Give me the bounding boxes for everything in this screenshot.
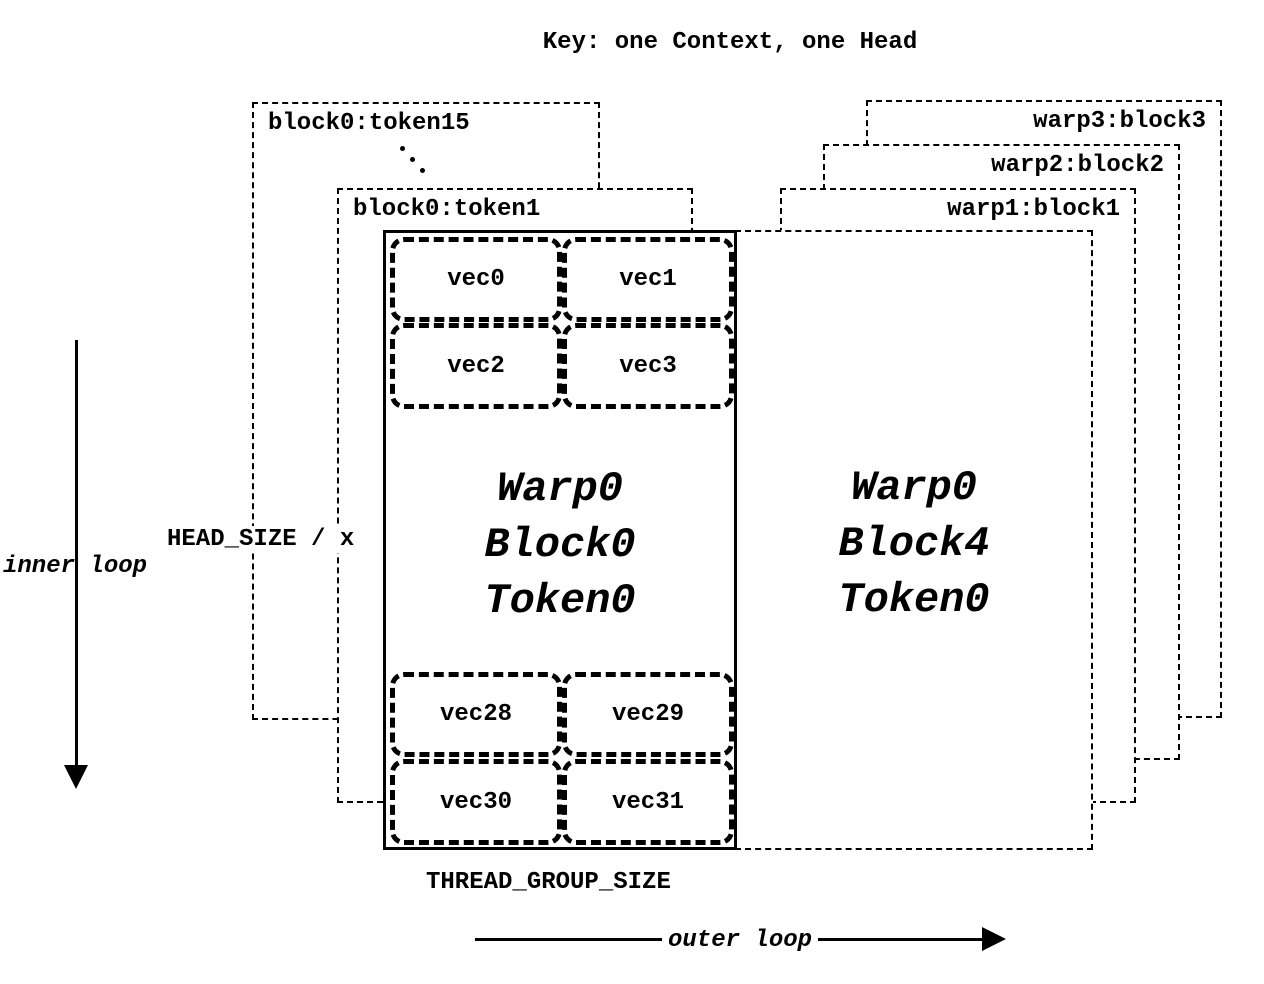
vec-cell: vec3 [562,323,734,409]
outer-loop-arrowhead-icon [982,927,1006,951]
caption-line-block: Block0 [484,521,636,569]
box-label-warp1-block1: warp1:block1 [947,196,1120,223]
outer-loop-label: outer loop [662,927,819,954]
head-size-label: HEAD_SIZE / x [164,526,358,553]
box-label-warp3-block3: warp3:block3 [1033,108,1206,135]
thread-group-size-label: THREAD_GROUP_SIZE [426,869,671,896]
caption-line-warp: Warp0 [496,465,624,513]
inner-loop-arrowhead-icon [64,765,88,789]
vec-cell: vec2 [390,323,562,409]
box-label-warp2-block2: warp2:block2 [991,152,1164,179]
caption-line-warp: Warp0 [850,464,978,512]
box-warp0-block0-token0: vec0 vec1 vec2 vec3 Warp0 Block0 Token0 … [383,230,737,850]
caption-line-token: Token0 [484,577,636,625]
vec-cell: vec29 [562,672,734,757]
ellipsis-dot [420,168,425,173]
vec-cell: vec0 [390,237,562,322]
inner-loop-label: inner loop [3,553,148,580]
vec-cell: vec1 [562,237,734,322]
ellipsis-dot [400,146,405,151]
vec-cell: vec30 [390,759,562,845]
caption-line-token: Token0 [838,576,990,624]
vec-cell: vec31 [562,759,734,845]
block-caption: Warp0 Block4 Token0 [737,460,1091,628]
vec-cell: vec28 [390,672,562,757]
diagram-title: Key: one Context, one Head [542,29,918,56]
box-label-block0-token1: block0:token1 [353,196,541,223]
caption-line-block: Block4 [838,520,990,568]
box-warp0-block4-token0: Warp0 Block4 Token0 [735,230,1093,850]
box-label-block0-token15: block0:token15 [268,110,470,137]
inner-loop-arrow-line [75,340,78,768]
block-caption: Warp0 Block0 Token0 [386,461,734,629]
ellipsis-dot [410,157,415,162]
